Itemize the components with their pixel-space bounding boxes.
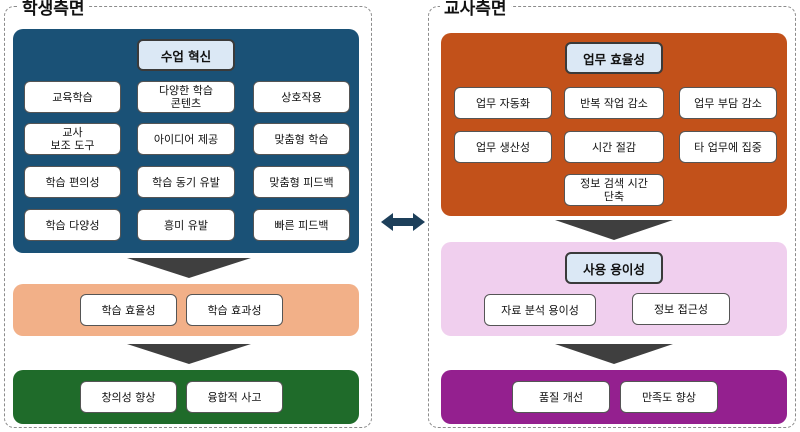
efficiency-item: 반복 작업 감소 — [564, 87, 664, 119]
innovation-item: 흥미 유발 — [137, 209, 235, 241]
innovation-item: 학습 동기 유발 — [137, 166, 235, 198]
effect-item: 학습 효율성 — [80, 294, 177, 326]
double-arrow-icon — [381, 213, 425, 231]
usability-item: 자료 분석 용이성 — [484, 294, 596, 326]
down-arrow-icon — [127, 344, 251, 364]
efficiency-item: 업무 자동화 — [454, 87, 552, 119]
usability-item: 정보 접근성 — [632, 293, 730, 325]
efficiency-item: 시간 절감 — [564, 131, 664, 163]
innovation-item: 상호작용 — [253, 81, 350, 113]
innovation-header: 수업 혁신 — [137, 39, 235, 71]
efficiency-header: 업무 효율성 — [565, 42, 663, 74]
innovation-item: 다양한 학습 콘텐츠 — [137, 81, 235, 113]
teacher-outcome-block — [441, 370, 787, 424]
innovation-item: 맞춤형 학습 — [253, 123, 350, 155]
efficiency-item: 업무 부담 감소 — [679, 87, 777, 119]
usability-header: 사용 용이성 — [565, 252, 663, 284]
down-arrow-icon — [555, 220, 673, 240]
innovation-item: 학습 편의성 — [24, 166, 121, 198]
effect-item: 학습 효과성 — [186, 294, 283, 326]
down-arrow-icon — [127, 258, 251, 278]
efficiency-item: 업무 생산성 — [454, 131, 552, 163]
efficiency-item: 정보 검색 시간 단축 — [564, 174, 664, 206]
efficiency-item: 타 업무에 집중 — [679, 131, 777, 163]
innovation-item: 아이디어 제공 — [137, 123, 235, 155]
innovation-item: 교사 보조 도구 — [24, 123, 121, 155]
innovation-item: 교육학습 — [24, 81, 121, 113]
student-panel-title: 학생측면 — [18, 0, 89, 19]
student-outcome-item: 융합적 사고 — [186, 381, 283, 413]
student-outcome-item: 창의성 향상 — [80, 381, 177, 413]
innovation-item: 맞춤형 피드백 — [253, 166, 350, 198]
innovation-item: 학습 다양성 — [24, 209, 121, 241]
innovation-item: 빠른 피드백 — [253, 209, 350, 241]
down-arrow-icon — [555, 344, 673, 364]
teacher-panel-title: 교사측면 — [440, 0, 511, 19]
teacher-outcome-item: 만족도 향상 — [620, 381, 718, 413]
teacher-outcome-item: 품질 개선 — [512, 381, 610, 413]
